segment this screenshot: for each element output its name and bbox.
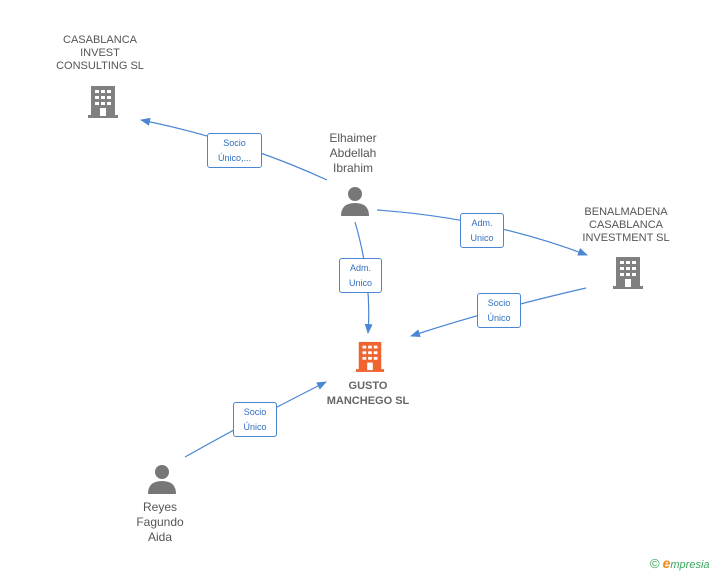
edge-label-benalmadena-gusto[interactable]: Socio Único (477, 293, 521, 328)
empresia-branding[interactable]: © empresia (650, 555, 710, 573)
building-icon[interactable] (87, 84, 119, 118)
edge-label-line: Único (487, 313, 511, 323)
edge-label-line: Socio (223, 138, 246, 148)
person-icon[interactable] (340, 186, 370, 216)
company-benalmadena-label[interactable]: BENALMADENA CASABLANCA INVESTMENT SL (582, 206, 670, 244)
edge-label-line: Socio (243, 407, 267, 417)
person-icon[interactable] (147, 464, 177, 494)
edge-label-elhaimer-gusto[interactable]: Adm. Unico (339, 258, 382, 293)
company-gusto-label[interactable]: GUSTO MANCHEGO SL (326, 380, 410, 407)
edge-label-elhaimer-benalmadena[interactable]: Adm. Unico (460, 213, 504, 248)
empresia-logo: empresia (663, 555, 710, 573)
person-reyes-label[interactable]: Reyes Fagundo Aida (136, 500, 184, 544)
edge-label-reyes-gusto[interactable]: Socio Único (233, 402, 277, 437)
edge-label-line: Socio (487, 298, 511, 308)
edge-label-line: Único,... (217, 153, 251, 163)
brand-initial: e (662, 555, 671, 571)
edge-label-line: Adm. (471, 218, 493, 228)
edge-label-line: Unico (470, 233, 494, 243)
edge-label-line: Único (243, 422, 267, 432)
company-casablanca-label[interactable]: CASABLANCA INVEST CONSULTING SL (56, 34, 144, 72)
building-icon[interactable] (612, 255, 644, 289)
edge-label-line: Unico (348, 278, 372, 288)
copyright-icon: © (650, 556, 660, 571)
person-elhaimer-label[interactable]: Elhaimer Abdellah Ibrahim (329, 131, 377, 175)
edge-label-line: Adm. (349, 263, 371, 273)
edge-label-elhaimer-casablanca[interactable]: Socio Único,... (207, 133, 262, 168)
building-icon[interactable] (355, 339, 385, 373)
brand-name: mpresia (670, 559, 710, 571)
